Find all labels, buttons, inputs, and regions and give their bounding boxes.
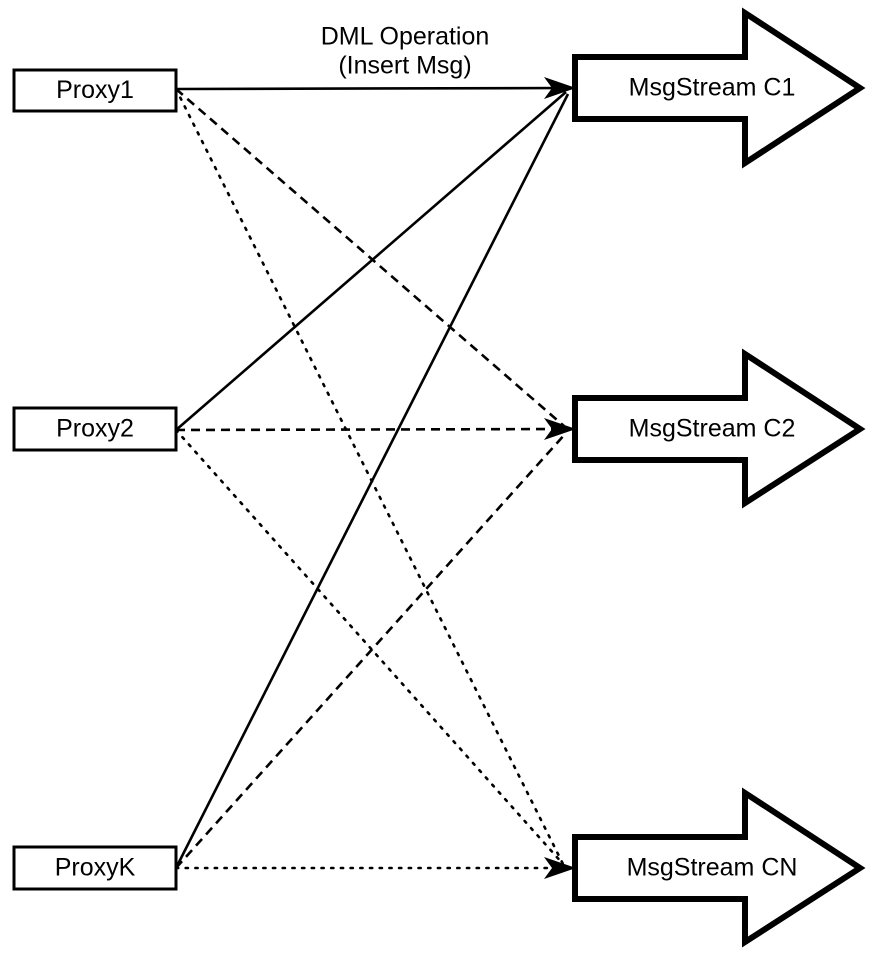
- dml-operation-annotation: DML Operation (Insert Msg): [321, 23, 490, 80]
- proxy-node-proxyk[interactable]: ProxyK: [12, 845, 178, 891]
- edge-proxy1-to-stream-c2: [175, 88, 565, 427]
- edge-proxy1-to-stream-c1: [175, 86, 567, 91]
- stream-node-cn[interactable]: MsgStream CN: [572, 787, 866, 948]
- stream-arrow-shape-c2[interactable]: [572, 348, 866, 509]
- stream-arrow-shape-cn[interactable]: [572, 787, 866, 948]
- proxy-label-proxyk: ProxyK: [55, 854, 136, 882]
- arrowhead-layer: [544, 77, 576, 879]
- stream-node-c2[interactable]: MsgStream C2: [572, 348, 866, 509]
- edge-proxy1-to-stream-cn: [174, 87, 565, 866]
- arrowhead-icon-stream-cn: [544, 857, 576, 879]
- arrowhead-icon-stream-c1: [544, 77, 576, 99]
- stream-label-c1: MsgStream C1: [629, 74, 796, 102]
- arrowhead-icon-stream-c2: [544, 418, 576, 440]
- proxy-label-proxy2: Proxy2: [56, 415, 134, 443]
- edge-proxy2-to-stream-c1: [175, 91, 567, 431]
- proxy-label-proxy1: Proxy1: [56, 76, 134, 104]
- proxy-box-proxy2[interactable]: [12, 406, 178, 452]
- edge-proxyk-to-stream-c2: [175, 432, 567, 869]
- dml-annotation-line2: (Insert Msg): [338, 52, 471, 80]
- stream-node-c1[interactable]: MsgStream C1: [572, 7, 866, 169]
- stream-label-cn: MsgStream CN: [627, 854, 798, 882]
- proxy-box-proxy1[interactable]: [12, 68, 178, 113]
- stream-label-c2: MsgStream C2: [629, 415, 796, 443]
- stream-arrow-shape-c1[interactable]: [572, 7, 866, 169]
- edge-proxy2-to-stream-c2: [175, 427, 567, 432]
- dml-annotation-line1: DML Operation: [321, 23, 490, 51]
- proxy-node-proxy2[interactable]: Proxy2: [12, 406, 178, 452]
- proxy-node-proxy1[interactable]: Proxy1: [12, 68, 178, 113]
- edge-proxyk-to-stream-c1: [174, 93, 570, 869]
- edge-layer: [174, 86, 570, 870]
- edge-proxy2-to-stream-cn: [174, 428, 565, 866]
- proxy-box-proxyk[interactable]: [12, 845, 178, 891]
